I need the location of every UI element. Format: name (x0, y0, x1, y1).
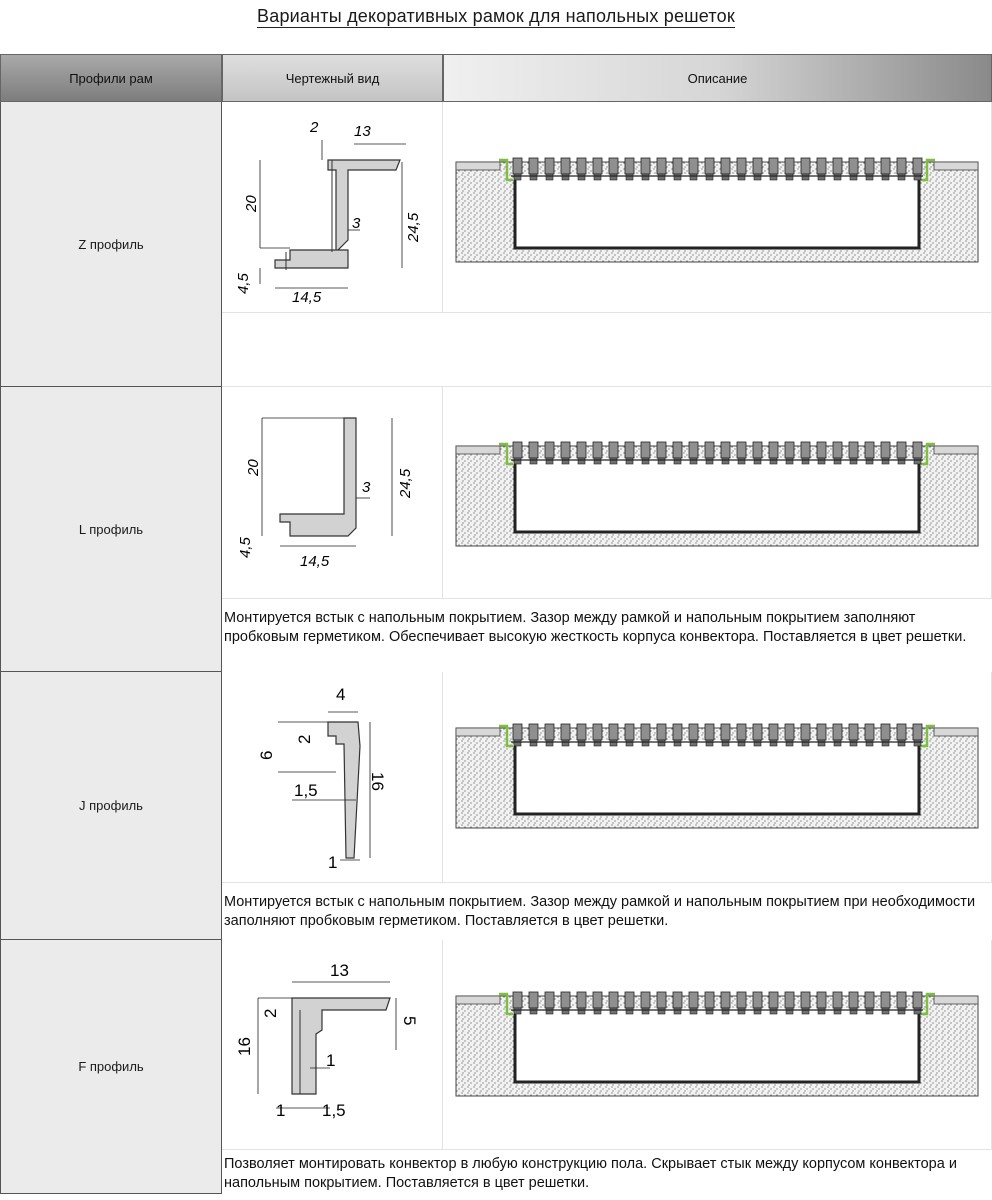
header-drawing: Чертежный вид (222, 54, 443, 102)
f-dim-a: 13 (330, 961, 349, 980)
l-section-view (455, 441, 979, 547)
f-dim-b: 2 (261, 1009, 280, 1018)
z-dim-f: 4,5 (235, 272, 252, 294)
j-dim-d: 16 (368, 772, 387, 791)
f-dim-d: 16 (235, 1037, 254, 1056)
f-profile-drawing: 13 2 5 16 1 1 1,5 (235, 961, 419, 1120)
row-label-z: Z профиль (0, 102, 222, 387)
z-dim-d: 3 (352, 215, 361, 232)
f-dim-g: 1,5 (322, 1101, 346, 1120)
row-label-f: F профиль (0, 940, 222, 1194)
header-profiles: Профили рам (0, 54, 222, 102)
z-dim-a: 2 (309, 119, 319, 136)
l-dim-b: 3 (362, 479, 371, 496)
z-dim-c: 20 (243, 195, 260, 213)
row-label-l: L профиль (0, 387, 222, 672)
j-section-view (455, 723, 979, 829)
j-dim-e: 1,5 (294, 781, 318, 800)
j-profile-drawing: 4 2 6 16 1,5 1 (257, 685, 387, 872)
l-dim-a: 20 (245, 459, 262, 477)
z-profile-drawing: 2 13 20 3 24,5 4,5 14,5 (235, 119, 422, 306)
profiles-table: Профили рам Чертежный вид Описание Z про… (0, 54, 992, 1194)
header-description: Описание (443, 54, 992, 102)
f-section-view (455, 991, 979, 1097)
z-dim-b: 13 (354, 123, 371, 140)
j-dim-b: 2 (295, 735, 314, 744)
row-label-j: J профиль (0, 672, 222, 940)
z-dim-g: 14,5 (292, 289, 322, 306)
j-dim-a: 4 (336, 685, 345, 704)
l-dim-e: 14,5 (300, 553, 330, 570)
z-dim-e: 24,5 (405, 212, 422, 243)
l-dim-c: 24,5 (397, 468, 414, 499)
description-l: Монтируется встык с напольным покрытием.… (224, 610, 967, 645)
description-f: Позволяет монтировать конвектор в любую … (224, 1156, 957, 1191)
page-title: Варианты декоративных рамок для напольны… (257, 6, 735, 28)
l-profile-drawing: 20 3 24,5 4,5 14,5 (237, 417, 414, 570)
description-j: Монтируется встык с напольным покрытием.… (224, 894, 976, 929)
f-dim-e: 1 (326, 1051, 335, 1070)
j-dim-f: 1 (328, 853, 337, 872)
f-dim-f: 1 (276, 1101, 285, 1120)
f-dim-c: 5 (400, 1016, 419, 1025)
l-dim-d: 4,5 (237, 536, 254, 558)
z-section-view (455, 157, 979, 263)
j-dim-c: 6 (257, 751, 276, 760)
